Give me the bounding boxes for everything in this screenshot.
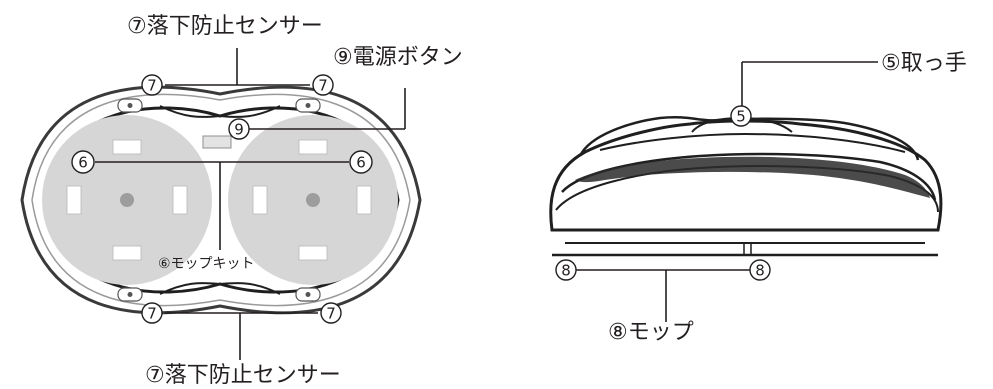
left-leader-lines bbox=[95, 48, 406, 360]
svg-text:8: 8 bbox=[755, 262, 765, 280]
marker-power: 9 bbox=[228, 118, 250, 140]
marker-sensor-br: 7 bbox=[320, 302, 342, 324]
label-cliff-sensor-top: ⑦落下防止センサー bbox=[127, 14, 323, 39]
power-button-shape bbox=[202, 135, 232, 149]
top-bumper-notch bbox=[159, 105, 281, 118]
marker-mop-left: 8 bbox=[555, 259, 577, 281]
marker-sensor-bl: 7 bbox=[141, 302, 163, 324]
svg-text:7: 7 bbox=[326, 305, 336, 323]
mop-pad-right-hub bbox=[306, 193, 320, 207]
svg-text:9: 9 bbox=[234, 121, 244, 139]
mop-pad-left-hub bbox=[120, 193, 134, 207]
svg-text:7: 7 bbox=[147, 77, 157, 95]
cliff-sensors bbox=[117, 98, 321, 302]
svg-text:5: 5 bbox=[736, 108, 746, 126]
side-mop-notch bbox=[743, 243, 752, 255]
label-power-button: ⑨電源ボタン bbox=[333, 45, 463, 70]
side-view-robot bbox=[549, 116, 943, 257]
marker-sensor-tl: 7 bbox=[141, 74, 163, 96]
top-view-robot bbox=[20, 85, 422, 315]
svg-text:7: 7 bbox=[147, 305, 157, 323]
side-top-shell bbox=[578, 116, 920, 161]
svg-text:7: 7 bbox=[318, 77, 328, 95]
svg-text:8: 8 bbox=[561, 262, 571, 280]
label-mop-kit: ⑥モップキット bbox=[158, 256, 255, 272]
svg-text:6: 6 bbox=[356, 154, 366, 172]
side-body-shadow bbox=[575, 156, 930, 198]
mop-pad-right-slots bbox=[252, 139, 372, 261]
robot-outer-rim bbox=[31, 93, 411, 307]
label-mop: ⑧モップ bbox=[608, 320, 694, 345]
left-markers: 7 7 7 7 9 6 6 bbox=[71, 74, 373, 324]
marker-handle: 5 bbox=[730, 105, 752, 127]
marker-sensor-tr: 7 bbox=[312, 74, 334, 96]
side-upper-rim bbox=[599, 132, 906, 153]
marker-mopkit-left: 6 bbox=[71, 150, 95, 174]
bottom-bumper-notch bbox=[159, 282, 281, 295]
marker-mop-right: 8 bbox=[749, 259, 771, 281]
marker-mopkit-right: 6 bbox=[349, 150, 373, 174]
label-handle: ⑤取っ手 bbox=[881, 51, 967, 76]
right-markers: 5 8 8 bbox=[555, 105, 771, 281]
label-cliff-sensor-bottom: ⑦落下防止センサー bbox=[145, 363, 341, 388]
svg-text:6: 6 bbox=[78, 154, 88, 172]
right-leader-lines bbox=[570, 61, 878, 322]
mop-pad-left-slots bbox=[66, 139, 188, 261]
